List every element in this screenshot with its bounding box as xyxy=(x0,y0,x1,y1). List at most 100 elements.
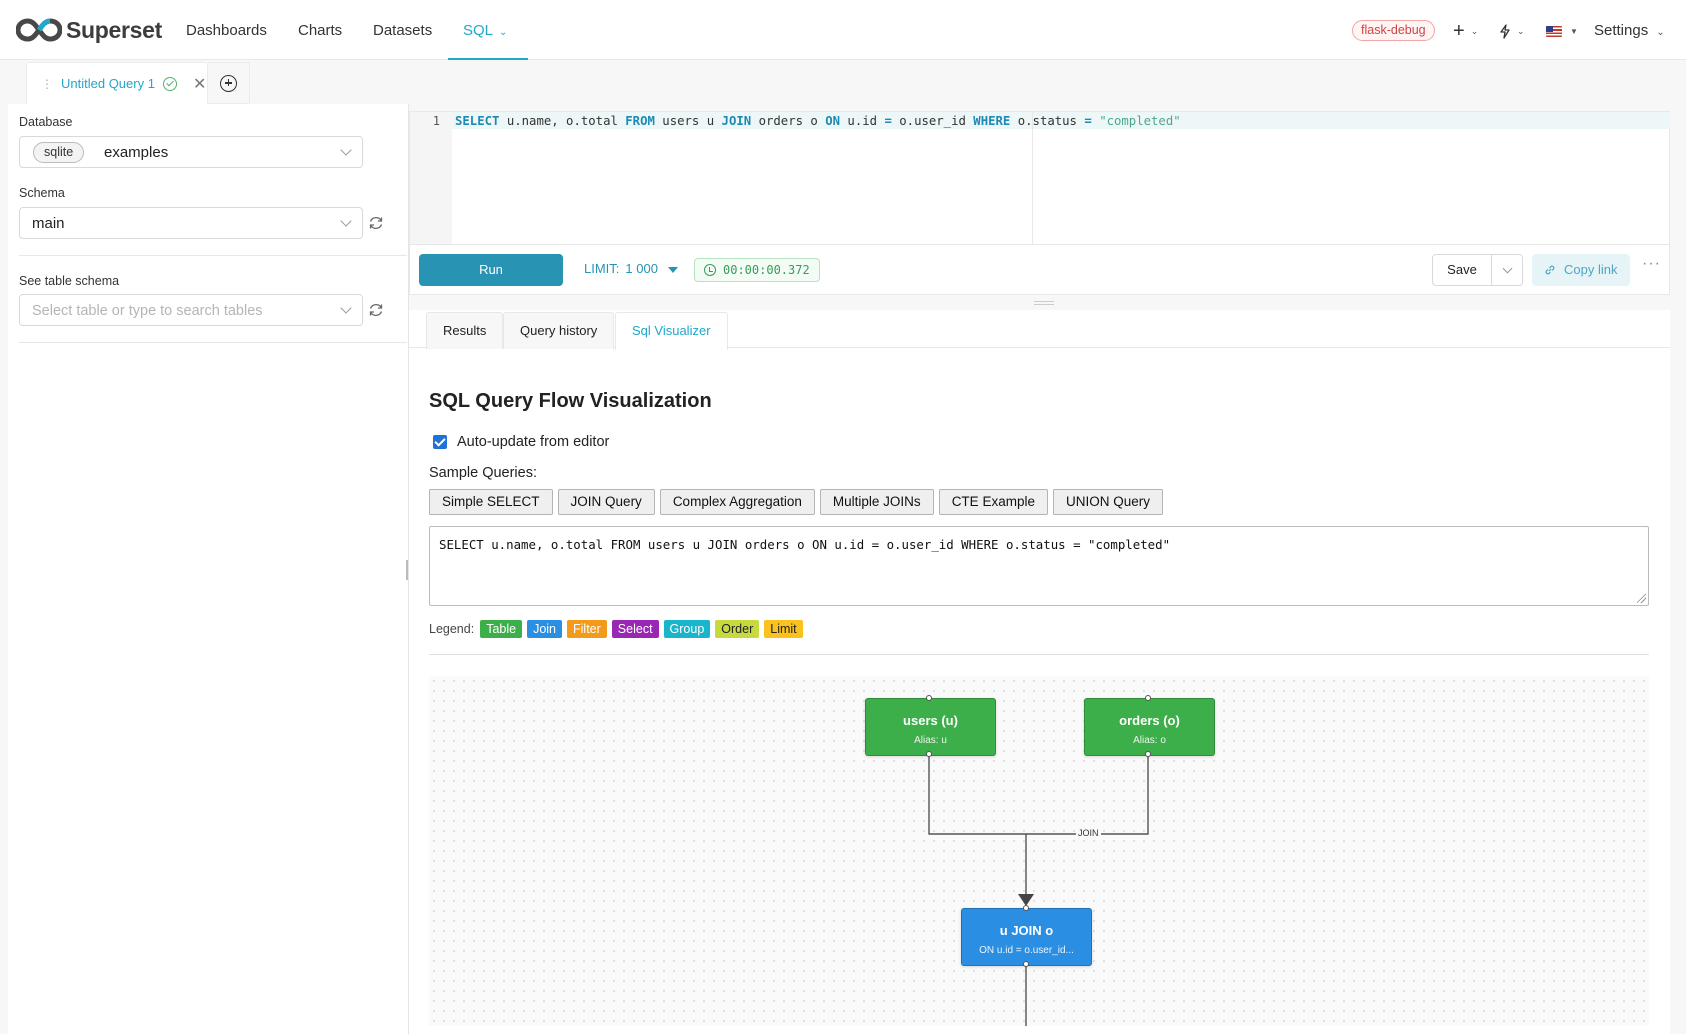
sql-token: "completed" xyxy=(1099,114,1181,128)
auto-update-label: Auto-update from editor xyxy=(457,434,610,450)
splitter-grip-icon[interactable] xyxy=(406,560,408,580)
schema-label: Schema xyxy=(19,186,65,200)
language-menu[interactable]: ▼ xyxy=(1546,20,1578,42)
sample-query-button[interactable]: CTE Example xyxy=(938,489,1048,515)
chevron-down-icon: ⌄ xyxy=(1517,25,1525,36)
edge-arrowhead xyxy=(1018,894,1034,906)
link-icon xyxy=(1545,265,1555,275)
new-menu[interactable]: +⌄ xyxy=(1453,20,1478,42)
superset-logo[interactable]: Superset xyxy=(16,16,162,44)
run-button[interactable]: Run xyxy=(419,254,563,286)
flow-canvas[interactable]: JOIN users (u) Alias: u orders (o) Alias… xyxy=(429,676,1649,1026)
drag-handle-icon[interactable]: ⋮ xyxy=(41,76,53,91)
tab-results[interactable]: Results xyxy=(426,312,504,349)
query-timer: 00:00:00.372 xyxy=(694,258,820,282)
us-flag-icon xyxy=(1546,25,1562,37)
database-engine-tag: sqlite xyxy=(33,142,85,163)
query-tab[interactable]: ⋮ Untitled Query 1 ✕ xyxy=(26,62,208,104)
table-select[interactable]: Select table or type to search tables xyxy=(19,294,363,326)
copy-link-label: Copy link xyxy=(1564,262,1618,277)
refresh-tables-icon[interactable] xyxy=(368,302,384,318)
caret-down-icon xyxy=(667,266,678,273)
panel-splitter[interactable] xyxy=(408,104,409,1034)
close-icon[interactable]: ✕ xyxy=(192,75,207,93)
chevron-down-icon xyxy=(340,144,352,156)
editor-gutter: 1 xyxy=(410,112,452,244)
section-divider xyxy=(19,342,407,343)
save-dropdown-button[interactable] xyxy=(1491,254,1523,286)
node-output-handle[interactable] xyxy=(1145,751,1151,757)
editor-toolbar: Run LIMIT: 1 000 00:00:00.372 Save Copy l… xyxy=(409,245,1670,295)
sql-code-line[interactable]: SELECT u.name, o.total FROM users u JOIN… xyxy=(455,114,1181,128)
save-button[interactable]: Save xyxy=(1432,254,1492,286)
node-subtitle: ON u.id = o.user_id... xyxy=(979,945,1074,956)
legend-chip-filter: Filter xyxy=(567,620,607,638)
chevron-down-icon: ⌄ xyxy=(499,27,508,38)
database-select[interactable]: sqlite examples xyxy=(19,136,363,168)
refresh-schemas-icon[interactable] xyxy=(368,215,384,231)
sql-editor[interactable]: 1 SELECT u.name, o.total FROM users u JO… xyxy=(409,111,1670,245)
sample-query-button[interactable]: Complex Aggregation xyxy=(659,489,815,515)
node-output-handle[interactable] xyxy=(926,751,932,757)
node-output-handle[interactable] xyxy=(1023,961,1029,967)
schema-select[interactable]: main xyxy=(19,207,363,239)
superset-logo-icon xyxy=(16,18,62,42)
limit-dropdown[interactable]: LIMIT: 1 000 xyxy=(584,261,678,276)
table-select-placeholder: Select table or type to search tables xyxy=(32,303,263,319)
auto-update-toggle[interactable]: Auto-update from editor xyxy=(433,434,609,450)
section-divider xyxy=(429,654,1649,655)
tab-sql-visualizer[interactable]: Sql Visualizer xyxy=(615,312,728,350)
sample-queries-label: Sample Queries: xyxy=(429,465,537,481)
visualizer-sql-textarea[interactable]: SELECT u.name, o.total FROM users u JOIN… xyxy=(429,526,1649,606)
editor-resize-handle[interactable] xyxy=(1034,301,1054,305)
auto-update-checkbox[interactable] xyxy=(433,435,447,449)
resize-grip-icon[interactable] xyxy=(1637,594,1646,603)
sample-query-button[interactable]: Multiple JOINs xyxy=(819,489,934,515)
sql-token: o.user_id xyxy=(891,114,974,128)
visualizer-title: SQL Query Flow Visualization xyxy=(429,390,712,412)
top-navigation: Superset Dashboards Charts Datasets SQL⌄… xyxy=(0,0,1686,60)
sample-query-button[interactable]: UNION Query xyxy=(1052,489,1163,515)
timer-value: 00:00:00.372 xyxy=(723,263,810,277)
query-tab-strip: ⋮ Untitled Query 1 ✕ xyxy=(0,60,1686,104)
nav-dashboards[interactable]: Dashboards xyxy=(186,22,267,39)
chevron-down-icon xyxy=(340,302,352,314)
node-input-handle[interactable] xyxy=(1023,905,1029,911)
plus-circle-icon xyxy=(220,74,237,92)
nav-charts[interactable]: Charts xyxy=(298,22,343,39)
plus-icon: + xyxy=(1453,20,1465,42)
tab-query-history[interactable]: Query history xyxy=(503,312,615,349)
node-input-handle[interactable] xyxy=(926,695,932,701)
settings-label: Settings xyxy=(1594,22,1649,39)
sample-query-button[interactable]: Simple SELECT xyxy=(429,489,553,515)
sql-token: FROM xyxy=(625,114,655,128)
section-divider xyxy=(19,255,407,256)
brand-name: Superset xyxy=(66,16,163,43)
nav-sql[interactable]: SQL⌄ xyxy=(448,0,528,60)
sql-token: SELECT xyxy=(455,114,500,128)
settings-menu[interactable]: Settings ⌄ xyxy=(1594,0,1665,60)
extensions-menu[interactable]: ⌄ xyxy=(1499,20,1525,42)
sql-token: u.name, o.total xyxy=(499,114,626,128)
chevron-down-icon: ⌄ xyxy=(1656,27,1665,38)
edge-orders-to-join xyxy=(1026,754,1149,835)
nav-datasets[interactable]: Datasets xyxy=(373,22,433,39)
limit-value: 1 000 xyxy=(625,261,658,276)
legend-chip-join: Join xyxy=(527,620,563,638)
legend-chip-select: Select xyxy=(611,620,659,638)
table-schema-label: See table schema xyxy=(19,274,120,288)
sample-query-button[interactable]: JOIN Query xyxy=(557,489,655,515)
node-users-table[interactable]: users (u) Alias: u xyxy=(865,698,996,756)
add-query-tab-button[interactable] xyxy=(208,62,250,104)
node-orders-table[interactable]: orders (o) Alias: o xyxy=(1084,698,1215,756)
limit-label: LIMIT: xyxy=(584,261,620,276)
node-join[interactable]: u JOIN o ON u.id = o.user_id... xyxy=(961,908,1092,966)
legend-chip-limit: Limit xyxy=(764,620,803,638)
node-input-handle[interactable] xyxy=(1145,695,1151,701)
query-tab-name: Untitled Query 1 xyxy=(61,76,155,91)
copy-link-button[interactable]: Copy link xyxy=(1532,254,1630,286)
line-number: 1 xyxy=(432,114,440,128)
more-options-button[interactable]: ··· xyxy=(1642,255,1661,272)
